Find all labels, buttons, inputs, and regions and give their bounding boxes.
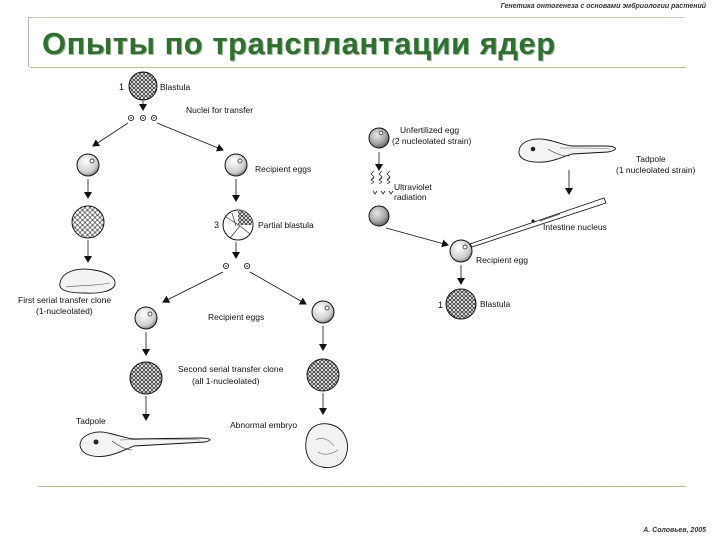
tadpole-left	[79, 431, 211, 457]
arrow-split-left	[162, 271, 224, 303]
label-second-clone-2: (all 1-nucleolated)	[192, 376, 260, 386]
irradiated-egg	[368, 205, 390, 227]
label-second-clone-1: Second serial transfer clone	[178, 364, 284, 374]
label-recipient-eggs-1: Recipient eggs	[255, 164, 311, 174]
frame-line	[28, 17, 29, 67]
top-rule	[28, 17, 684, 18]
recipient-egg-1	[224, 153, 248, 177]
label-num-3: 3	[214, 220, 219, 230]
second-clone-blastula	[129, 361, 163, 395]
label-uv-1: Ultraviolet	[394, 182, 432, 192]
left-blastula	[71, 205, 105, 239]
label-recipient-egg: Recipient egg	[476, 255, 528, 265]
first-clone-embryo	[59, 268, 116, 294]
label-recipient-eggs-2: Recipient eggs	[208, 312, 264, 322]
abnormal-embryo	[305, 423, 348, 468]
label-abnormal-embryo: Abnormal embryo	[230, 420, 297, 430]
recipient-egg-2a	[134, 306, 158, 330]
partial-blastula	[222, 209, 254, 241]
label-blastula-right: Blastula	[480, 299, 511, 309]
label-unfertilized-2: (2 nucleolated strain)	[392, 136, 472, 146]
footer-note: А. Соловьев, 2005	[643, 527, 706, 534]
recipient-egg-right	[449, 239, 473, 263]
title-underline	[30, 67, 686, 68]
left-egg-1	[76, 153, 100, 177]
top-blastula	[128, 71, 158, 101]
nuclei-pair	[222, 262, 250, 269]
label-partial-blastula: Partial blastula	[258, 220, 314, 230]
label-first-clone-2: (1-nucleolated)	[36, 306, 93, 316]
label-uv-2: radiation	[394, 192, 427, 202]
arrow-nuclei-right	[156, 122, 224, 152]
uv-radiation-icon	[370, 170, 394, 195]
arrow-split-right	[249, 271, 307, 305]
label-unfertilized-1: Unfertilized egg	[400, 125, 459, 135]
label-num-1-right: 1	[438, 300, 443, 310]
bottom-rule	[38, 486, 686, 487]
label-tadpole-left: Tadpole	[76, 416, 106, 426]
slide-title: Опыты по трансплантации ядер	[42, 26, 556, 61]
label-intestine-nucleus: Intestine nucleus	[543, 222, 607, 232]
abnormal-blastula	[306, 358, 340, 392]
unfertilized-egg	[368, 127, 390, 149]
right-blastula	[445, 288, 477, 320]
arrow-egg-to-recipient	[385, 227, 449, 248]
arrow-nuclei-left	[92, 122, 129, 147]
label-first-clone-1: First serial transfer clone	[18, 295, 111, 305]
nuclei-group	[127, 115, 157, 122]
header-note: Генетика онтогенеза с основами эмбриолог…	[500, 3, 706, 10]
label-nuclei-for-transfer: Nuclei for transfer	[186, 105, 253, 115]
label-blastula-left: Blastula	[160, 82, 191, 92]
tadpole-right	[518, 138, 616, 163]
recipient-egg-2b	[311, 300, 335, 324]
label-tadpole-right-1: Tadpole	[636, 154, 666, 164]
label-num-1-left: 1	[119, 82, 124, 92]
label-tadpole-right-2: (1 nucleolated strain)	[616, 165, 696, 175]
